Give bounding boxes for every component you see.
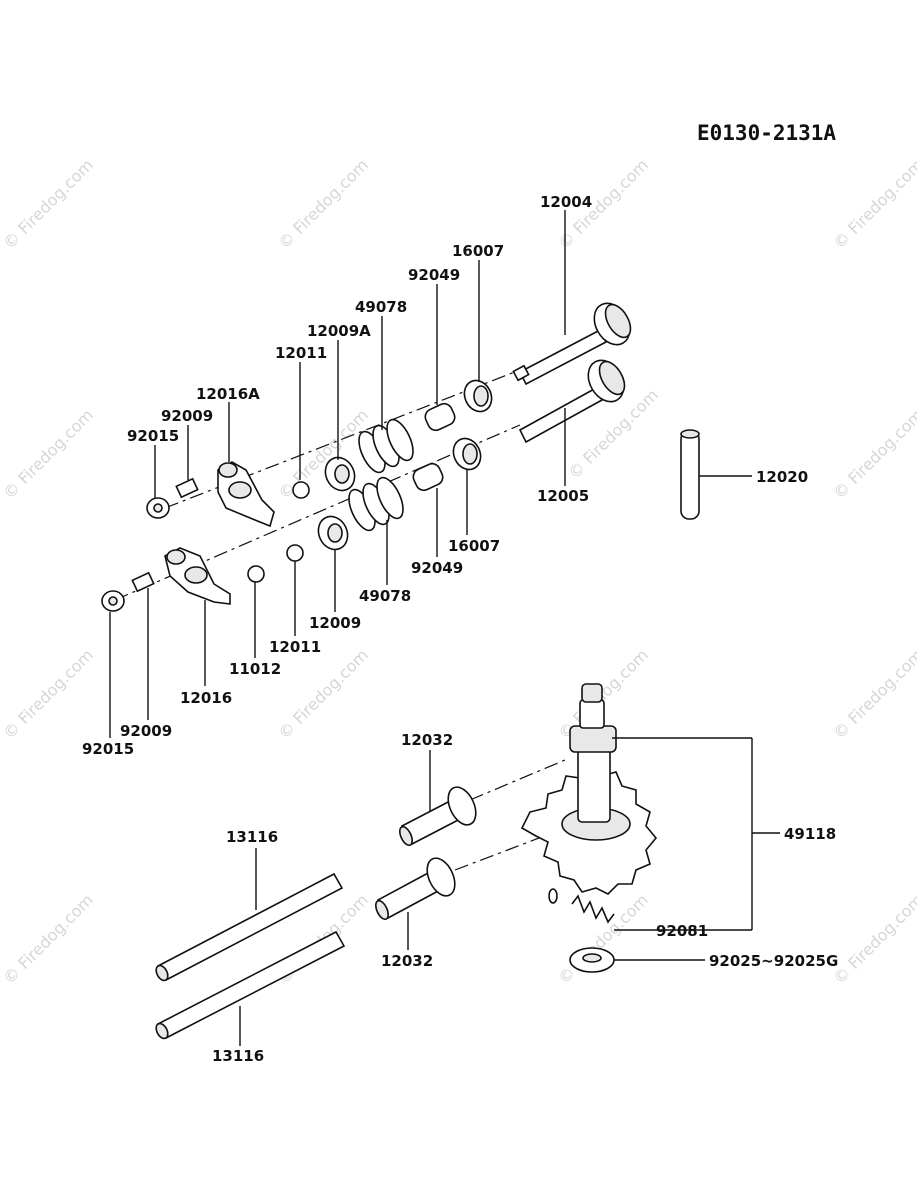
pin-12020 xyxy=(680,429,700,520)
valve-12004 xyxy=(512,302,632,386)
watermark: © Firedog.com xyxy=(0,890,97,988)
seal-92049-top xyxy=(424,402,456,432)
label-12005: 12005 xyxy=(537,487,589,505)
label-92009-bottom: 92009 xyxy=(120,722,172,740)
cap-11012 xyxy=(247,565,265,583)
label-92015-top: 92015 xyxy=(127,427,179,445)
diagram-code: E0130-2131A xyxy=(697,121,836,145)
cap-12011-top xyxy=(292,481,310,499)
label-16007-top: 16007 xyxy=(452,242,504,260)
centerline-cam-upper xyxy=(469,759,566,801)
push-rod-13116-top xyxy=(155,872,344,982)
watermark: © Firedog.com xyxy=(0,645,97,743)
valve-12005 xyxy=(518,359,626,444)
screw-92009-bottom xyxy=(131,571,155,593)
label-12009: 12009 xyxy=(309,614,361,632)
label-12011-top: 12011 xyxy=(275,344,327,362)
label-11012: 11012 xyxy=(229,660,281,678)
watermark: © Firedog.com xyxy=(829,890,917,988)
push-rod-13116-bottom xyxy=(155,930,346,1040)
label-92081: 92081 xyxy=(656,922,708,940)
label-92009-top: 92009 xyxy=(161,407,213,425)
label-13116-top: 13116 xyxy=(226,828,278,846)
label-12020: 12020 xyxy=(756,468,808,486)
retainer-16007-bottom-inner xyxy=(462,443,478,465)
label-13116-bottom: 13116 xyxy=(212,1047,264,1065)
watermark: © Firedog.com xyxy=(829,155,917,253)
watermark: © Firedog.com xyxy=(274,405,372,503)
rocker-arm-12016 xyxy=(164,547,231,605)
label-16007-bottom: 16007 xyxy=(448,537,500,555)
label-12009A: 12009A xyxy=(307,322,371,340)
label-49078-top: 49078 xyxy=(355,298,407,316)
camshaft-49118 xyxy=(520,683,658,895)
label-92025: 92025~92025G xyxy=(709,952,838,970)
watermark: © Firedog.com xyxy=(0,155,97,253)
label-92049-bottom: 92049 xyxy=(411,559,463,577)
label-12004: 12004 xyxy=(540,193,592,211)
watermark: © Firedog.com xyxy=(554,890,652,988)
nut-92015-top xyxy=(146,497,170,519)
label-12032-top: 12032 xyxy=(401,731,453,749)
label-49078-bottom: 49078 xyxy=(359,587,411,605)
retainer-12009A-inner xyxy=(334,464,350,484)
retainer-16007-top-inner xyxy=(473,385,489,407)
watermark: © Firedog.com xyxy=(829,405,917,503)
label-12011-bottom: 12011 xyxy=(269,638,321,656)
label-12016A: 12016A xyxy=(196,385,260,403)
label-12032-bottom: 12032 xyxy=(381,952,433,970)
label-92049-top: 92049 xyxy=(408,266,460,284)
watermark: © Firedog.com xyxy=(829,645,917,743)
label-49118: 49118 xyxy=(784,825,836,843)
watermark: © Firedog.com xyxy=(274,155,372,253)
seal-92049-bottom xyxy=(412,462,444,492)
tappet-12032-bottom xyxy=(375,857,456,921)
watermark: © Firedog.com xyxy=(274,645,372,743)
spring-49078-top xyxy=(358,418,414,474)
leader-lines xyxy=(109,210,780,1046)
retainer-12009-inner xyxy=(327,523,343,543)
spring-92081 xyxy=(548,888,615,924)
nut-92015-bottom xyxy=(101,590,125,612)
part-labels: 12004 16007 92049 49078 12009A 12011 120… xyxy=(82,193,838,1065)
label-92015-bottom: 92015 xyxy=(82,740,134,758)
label-12016: 12016 xyxy=(180,689,232,707)
screw-92009-top xyxy=(175,477,199,499)
watermark: © Firedog.com xyxy=(0,405,97,503)
spring-49078-bottom xyxy=(348,476,404,532)
cap-12011-bottom xyxy=(286,544,304,562)
tappet-12032-top xyxy=(399,786,477,847)
rocker-arm-12016A xyxy=(217,461,275,528)
washer-92025 xyxy=(569,947,615,973)
